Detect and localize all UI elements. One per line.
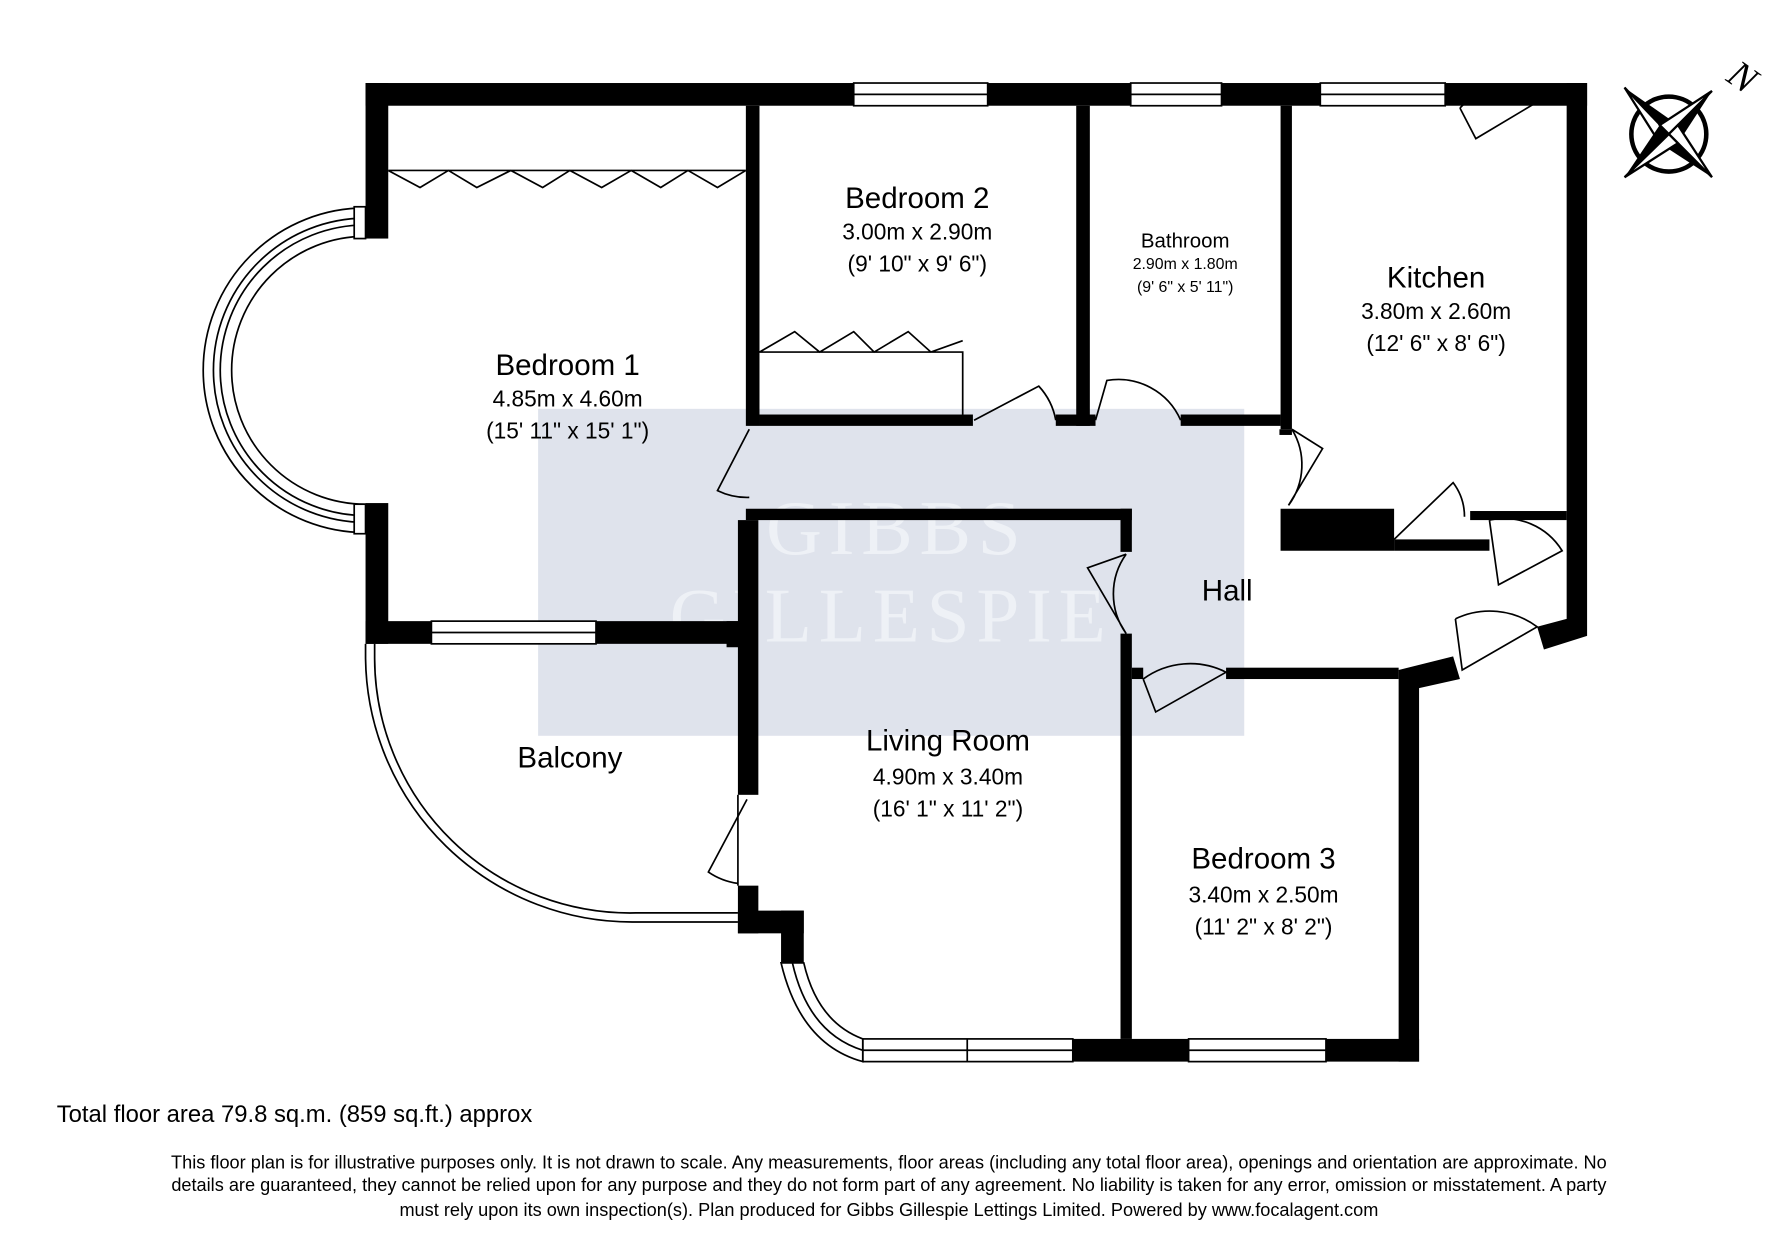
room-imperial: (9' 6" x 5' 11") — [1137, 279, 1233, 296]
bay-window-bedroom1 — [202, 205, 367, 535]
room-imperial: (12' 6" x 8' 6") — [1366, 330, 1506, 356]
room-metric: 3.80m x 2.60m — [1361, 298, 1511, 324]
room-balcony: Balcony — [517, 742, 622, 775]
room-name: Bedroom 3 — [1191, 843, 1335, 876]
room-living: Living Room 4.90m x 3.40m (16' 1" x 11' … — [866, 725, 1030, 822]
room-metric: 4.90m x 3.40m — [873, 764, 1023, 790]
room-metric: 2.90m x 1.80m — [1133, 256, 1238, 273]
room-metric: 4.85m x 4.60m — [493, 386, 643, 412]
room-imperial: (16' 1" x 11' 2") — [873, 795, 1023, 821]
room-imperial: (9' 10" x 9' 6") — [848, 250, 988, 276]
windows — [430, 82, 1447, 1063]
room-name: Kitchen — [1387, 261, 1485, 294]
watermark: GIBBS GILLESPIE — [538, 408, 1245, 736]
doors — [707, 85, 1564, 886]
balcony-outline — [364, 643, 738, 923]
room-bathroom: Bathroom 2.90m x 1.80m (9' 6" x 5' 11") — [1133, 231, 1238, 296]
compass-icon: N — [1623, 52, 1767, 179]
compass-north-label: N — [1719, 52, 1767, 103]
room-bedroom3: Bedroom 3 3.40m x 2.50m (11' 2" x 8' 2") — [1189, 843, 1339, 940]
room-kitchen: Kitchen 3.80m x 2.60m (12' 6" x 8' 6") — [1361, 261, 1511, 356]
room-imperial: (15' 11" x 15' 1") — [486, 417, 649, 443]
watermark-line1: GIBBS — [766, 485, 1027, 571]
disclaimer-line3: must rely upon its own inspection(s). Pl… — [399, 1200, 1378, 1220]
room-name: Bathroom — [1141, 231, 1230, 253]
room-name: Bedroom 1 — [495, 349, 639, 382]
disclaimer-line1: This floor plan is for illustrative purp… — [171, 1152, 1607, 1172]
room-hall: Hall — [1202, 575, 1253, 608]
total-floor-area: Total floor area 79.8 sq.m. (859 sq.ft.)… — [57, 1101, 533, 1128]
wardrobes — [387, 169, 964, 415]
room-name: Bedroom 2 — [845, 182, 989, 215]
disclaimer-line2: details are guaranteed, they cannot be r… — [171, 1175, 1607, 1195]
room-name: Living Room — [866, 725, 1030, 758]
room-metric: 3.00m x 2.90m — [842, 219, 992, 245]
room-bedroom2: Bedroom 2 3.00m x 2.90m (9' 10" x 9' 6") — [842, 182, 992, 277]
room-bedroom1: Bedroom 1 4.85m x 4.60m (15' 11" x 15' 1… — [486, 349, 649, 444]
room-metric: 3.40m x 2.50m — [1189, 882, 1339, 908]
room-imperial: (11' 2" x 8' 2") — [1195, 913, 1333, 939]
